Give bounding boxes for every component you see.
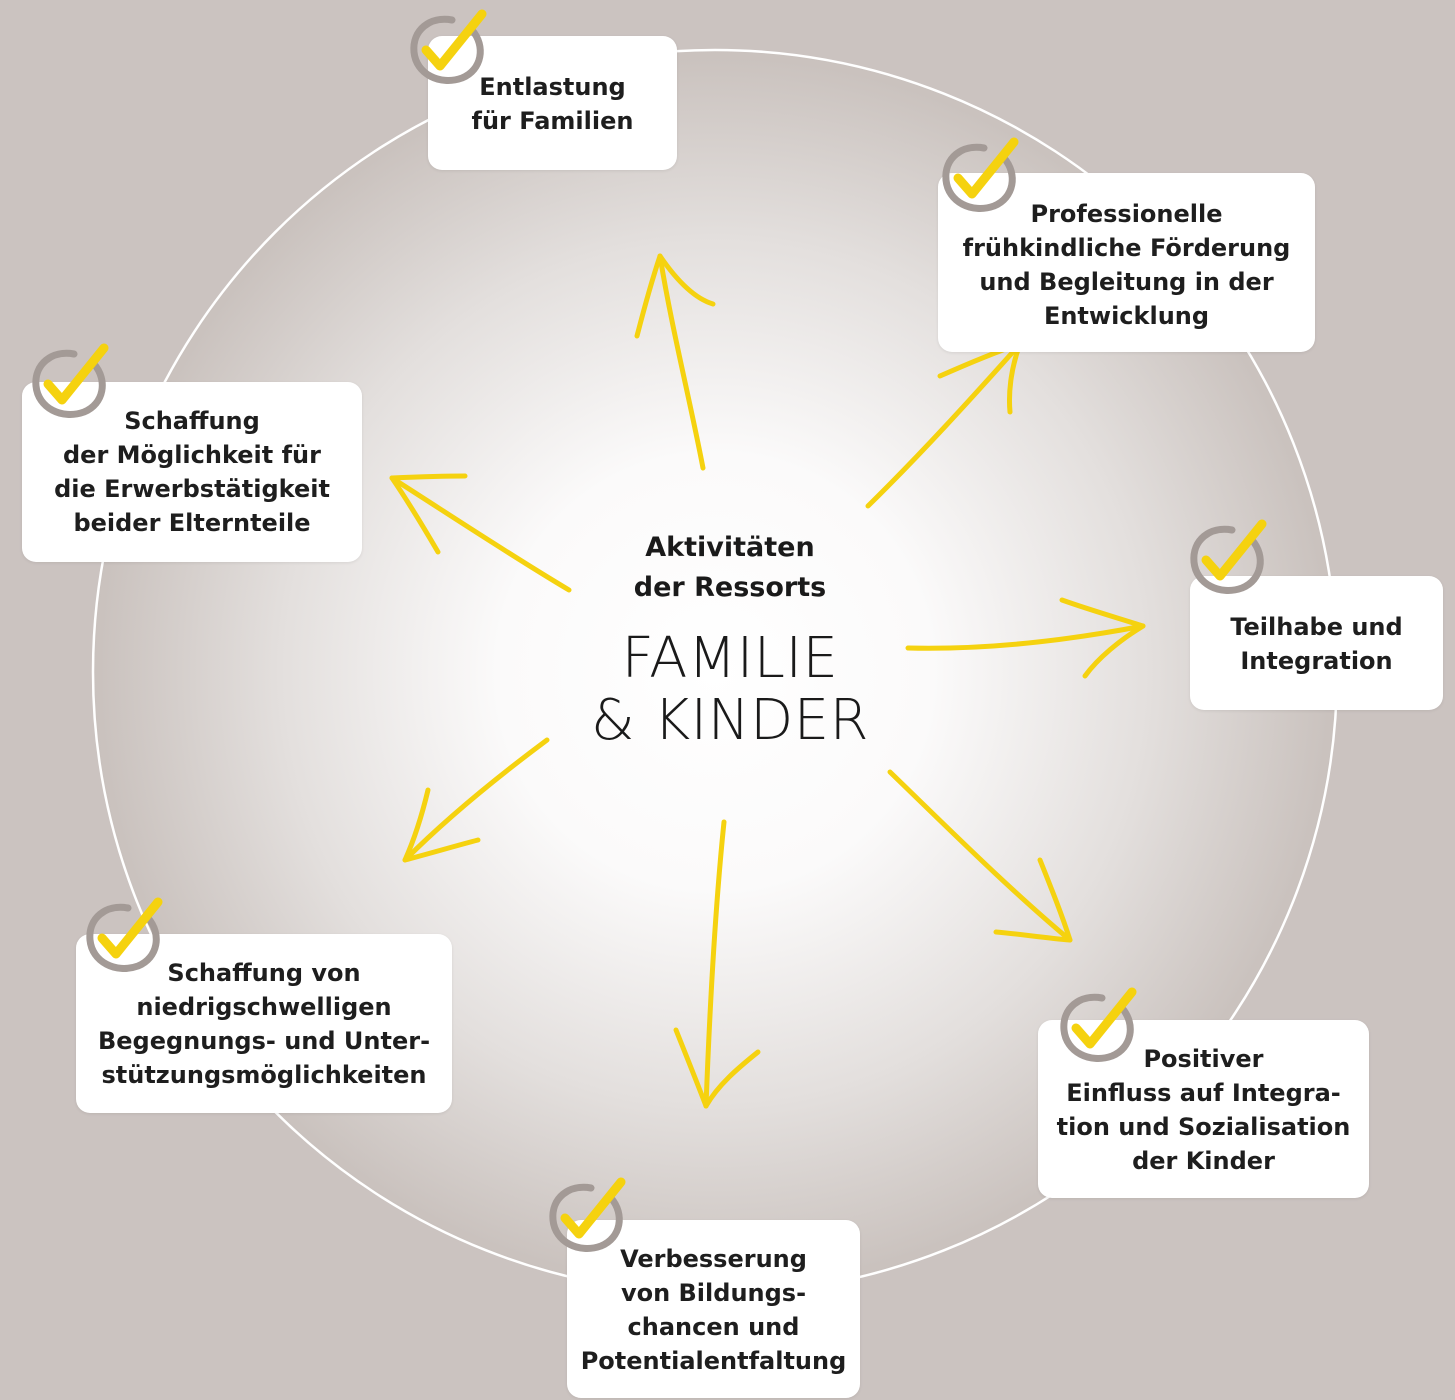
outcome-card-entlastung: Entlastung für Familien bbox=[428, 36, 677, 170]
outcome-card-teilhabe: Teilhabe und Integration bbox=[1190, 576, 1443, 710]
card-label: Verbesserung von Bildungs- chancen und P… bbox=[580, 1245, 847, 1375]
outcome-card-foerderung: Professionelle frühkindliche Förderung u… bbox=[938, 173, 1315, 352]
card-label: Schaffung von niedrigschwelligen Begegnu… bbox=[97, 959, 431, 1089]
card-label: Teilhabe und Integration bbox=[1230, 613, 1403, 675]
outcome-card-sozialisation: Positiver Einfluss auf Integra- tion und… bbox=[1038, 1020, 1369, 1198]
card-label: Positiver Einfluss auf Integra- tion und… bbox=[1056, 1045, 1351, 1175]
center-subtitle: Aktivitäten der Ressorts bbox=[633, 532, 827, 603]
outcome-card-bildung: Verbesserung von Bildungs- chancen und P… bbox=[567, 1220, 860, 1398]
check-icon bbox=[1060, 987, 1137, 1062]
check-icon bbox=[410, 9, 487, 84]
card-label: Entlastung für Familien bbox=[471, 73, 634, 135]
check-icon bbox=[86, 897, 163, 972]
center-title: FAMILIE & KINDER bbox=[590, 626, 869, 753]
check-icon bbox=[942, 137, 1019, 212]
card-label: Professionelle frühkindliche Förderung u… bbox=[962, 200, 1291, 330]
center-heading: Aktivitäten der Ressorts FAMILIE & KINDE… bbox=[560, 528, 900, 752]
check-icon bbox=[1190, 519, 1267, 594]
check-icon bbox=[32, 343, 109, 418]
card-label: Schaffung der Möglichkeit für die Erwerb… bbox=[54, 407, 330, 537]
check-icon bbox=[549, 1177, 626, 1252]
